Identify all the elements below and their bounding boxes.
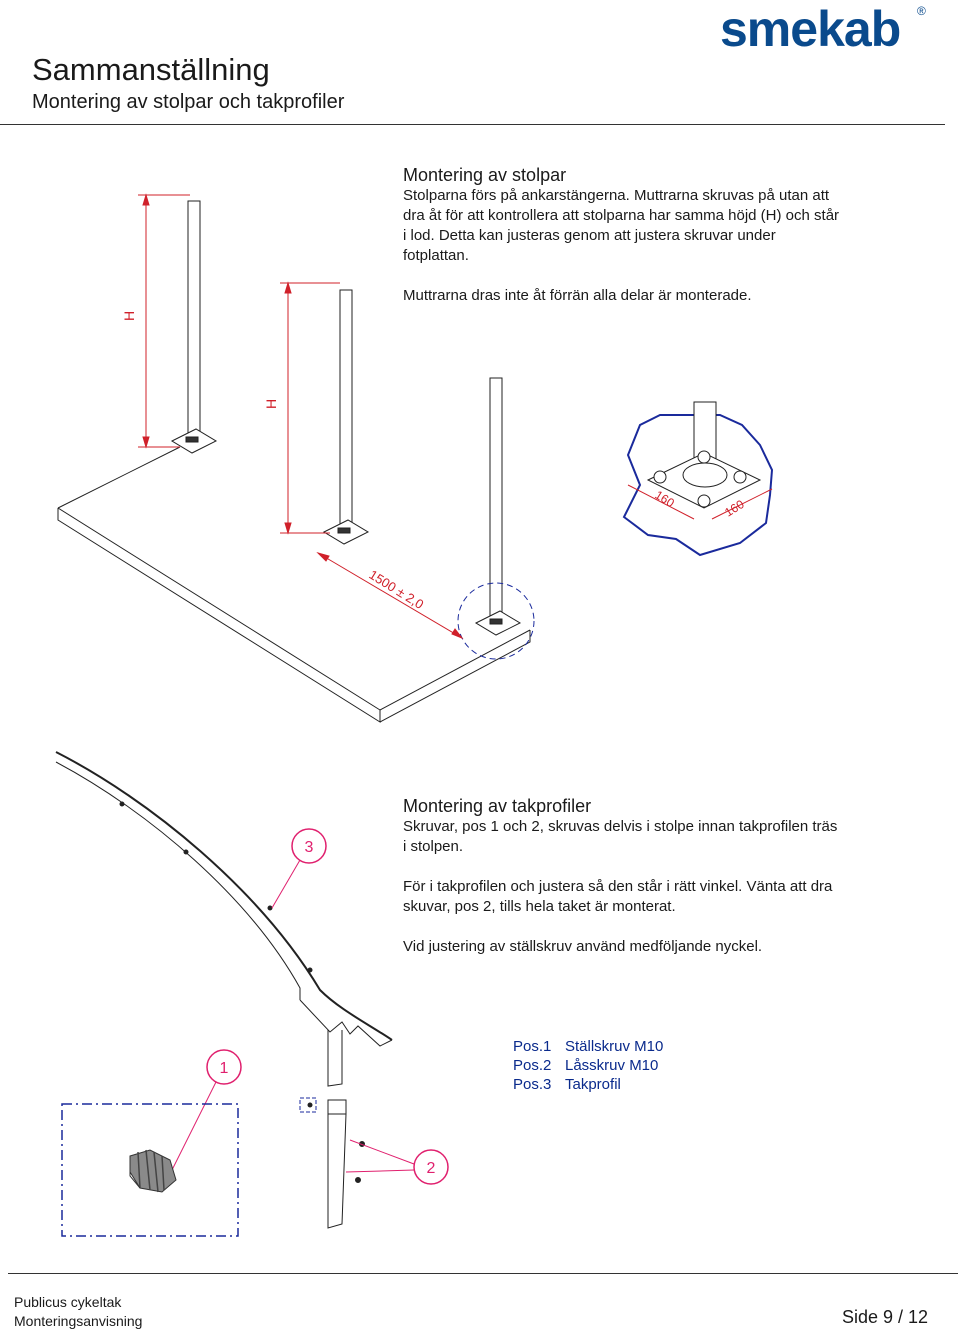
posts-drawing: H H 1500 ± 2,0 160 160 [57, 193, 774, 723]
footer-product: Publicus cykeltak [14, 1294, 122, 1310]
smekab-logo: smekab [720, 1, 901, 57]
screw-detail-box [61, 1103, 239, 1237]
detail-marker-circle [457, 582, 535, 660]
section-takprofiler: Montering av takprofiler Skruvar, pos 1 … [403, 795, 843, 957]
profile-drawing: 3 1 2 [55, 751, 449, 1237]
detail-outline [622, 414, 774, 557]
dim-spacing: 1500 ± 2,0 [366, 567, 426, 612]
footer-doc-info: Publicus cykeltak Monteringsanvisning [14, 1293, 142, 1331]
page-title: Sammanställning [32, 52, 270, 87]
section-stolpar-title: Montering av stolpar [403, 165, 567, 185]
position-key: Pos.3 [513, 1076, 552, 1093]
section-stolpar-para1: Stolparna förs på ankarstängerna. Muttra… [403, 187, 840, 264]
section-stolpar-para2: Muttrarna dras inte åt förrän alla delar… [403, 287, 752, 304]
section-stolpar: Montering av stolpar Stolparna förs på a… [403, 164, 843, 306]
callout-3-label: 3 [305, 839, 314, 856]
footer-doc-type: Monteringsanvisning [14, 1313, 143, 1329]
callout-3-circle [291, 828, 327, 864]
position-key: Pos.1 [513, 1038, 552, 1055]
position-row: Pos.3 Takprofil [513, 1075, 663, 1094]
position-row: Pos.1 Ställskruv M10 [513, 1037, 663, 1056]
position-key: Pos.2 [513, 1057, 552, 1074]
page-subtitle: Montering av stolpar och takprofiler [32, 91, 345, 113]
section-takprofiler-para1: Skruvar, pos 1 och 2, skruvas delvis i s… [403, 818, 838, 855]
header-divider [0, 124, 945, 125]
section-takprofiler-title: Montering av takprofiler [403, 796, 592, 816]
dim-h2: H [263, 399, 279, 409]
dim-h1: H [121, 311, 137, 321]
page-number: Side 9 / 12 [841, 1307, 928, 1327]
position-label: Ställskruv M10 [565, 1038, 664, 1055]
callout-2-label: 2 [427, 1160, 436, 1177]
detail-dim2: 160 [722, 497, 747, 520]
callout-1-label: 1 [220, 1060, 229, 1077]
position-label: Takprofil [565, 1076, 621, 1093]
position-row: Pos.2 Låsskruv M10 [513, 1056, 663, 1075]
section-takprofiler-para2: För i takprofilen och justera så den stå… [403, 878, 833, 915]
position-list: Pos.1 Ställskruv M10 Pos.2 Låsskruv M10 … [513, 1037, 663, 1094]
registered-mark: ® [917, 4, 926, 18]
callout-2-circle [413, 1149, 449, 1185]
section-takprofiler-para3: Vid justering av ställskruv använd medfö… [403, 938, 763, 955]
footer-divider [8, 1273, 958, 1274]
position-label: Låsskruv M10 [565, 1057, 659, 1074]
callout-1-circle [206, 1049, 242, 1085]
set-screw-drawing [129, 1149, 177, 1193]
